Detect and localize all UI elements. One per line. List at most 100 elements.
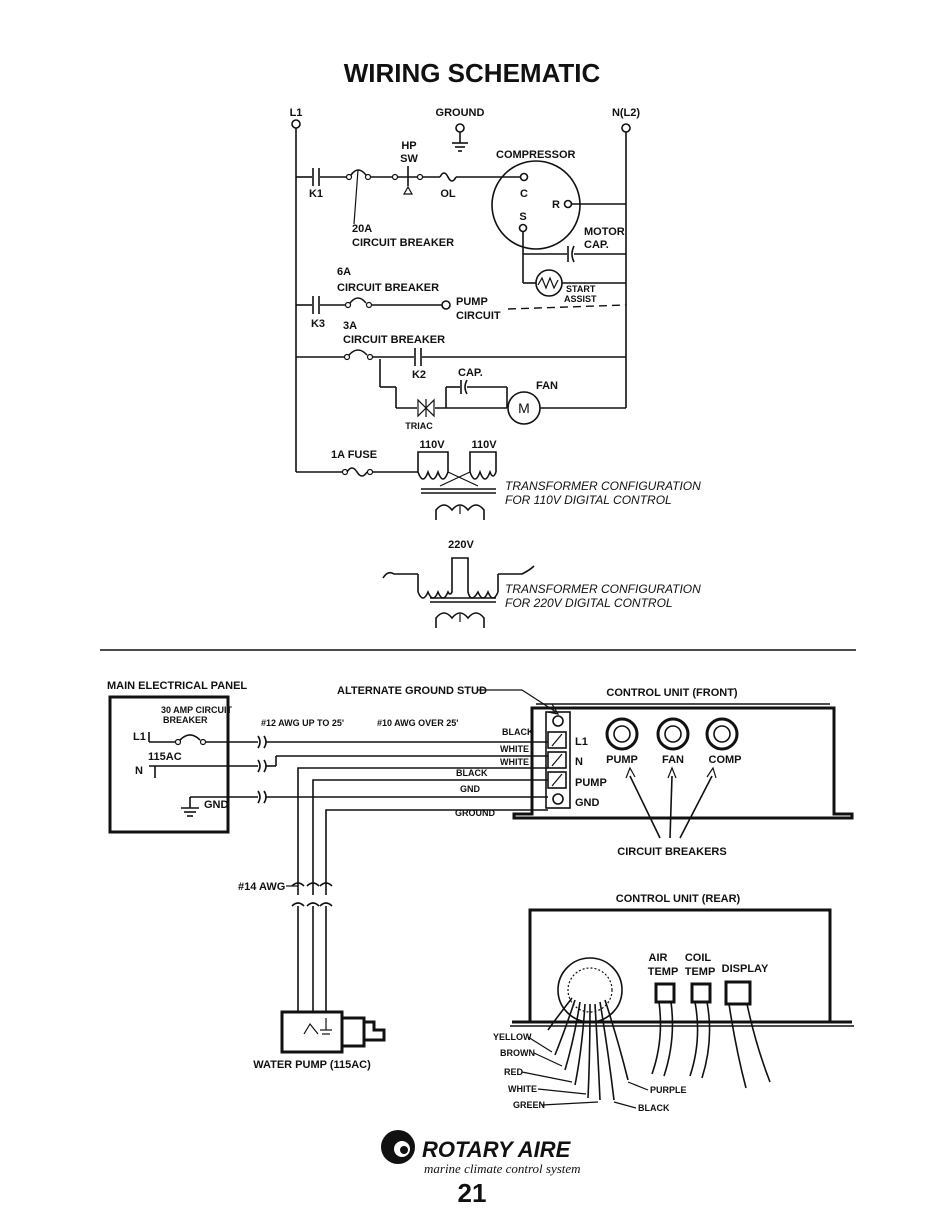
breaker-6a-icon (344, 297, 373, 309)
fuse-icon (341, 467, 374, 477)
label-brown: BROWN (500, 1048, 535, 1058)
label-breaker-3a-1: 3A (343, 320, 357, 332)
label-breaker-20a-1: 20A (352, 223, 372, 235)
label-black: BLACK (638, 1103, 670, 1113)
label-breaker-6a-2: CIRCUIT BREAKER (337, 282, 439, 294)
label-motor-cap-2: CAP. (584, 239, 609, 251)
fan-cap-icon (460, 379, 468, 395)
label-motor-cap-1: MOTOR (584, 226, 625, 238)
label-fuse-1a: 1A FUSE (331, 449, 377, 461)
label-front-fan: FAN (662, 754, 684, 766)
transformer-220v-icon (382, 557, 535, 628)
pump-wire-black (312, 779, 548, 895)
label-start-assist-2: ASSIST (564, 294, 597, 304)
label-pump-circuit-1: PUMP (456, 296, 488, 308)
label-term-pump: PUMP (575, 777, 607, 789)
label-front-comp: COMP (709, 754, 742, 766)
air-temp-connector-icon (651, 982, 676, 1077)
terminal-c-icon (519, 172, 529, 182)
breaker-arrows (625, 766, 717, 839)
label-k1: K1 (309, 188, 323, 200)
terminal-s-icon (518, 223, 528, 233)
start-assist-icon (535, 269, 563, 297)
label-s: S (519, 211, 526, 223)
label-xfmr-220-2: FOR 220V DIGITAL CONTROL (505, 596, 673, 610)
comp-breaker-icon[interactable] (705, 717, 739, 751)
label-xfmr-110-1: TRANSFORMER CONFIGURATION (505, 479, 701, 493)
pump-circuit-terminal (441, 300, 451, 310)
label-panel-115ac: 115AC (148, 751, 182, 763)
label-start-assist-1: START (566, 284, 596, 294)
label-xfmr-110-2: FOR 110V DIGITAL CONTROL (505, 493, 672, 507)
label-wire-black-2: BLACK (456, 768, 488, 778)
label-air-temp-1: AIR (649, 952, 668, 964)
label-breaker-6a-1: 6A (337, 266, 351, 278)
hp-switch-icon (391, 166, 424, 195)
display-connector-icon (724, 980, 771, 1089)
main-electrical-panel (108, 695, 230, 834)
l1-terminal (291, 119, 301, 129)
label-ground: GROUND (436, 107, 485, 119)
label-compressor: COMPRESSOR (496, 149, 576, 161)
control-unit-front (512, 703, 854, 820)
label-term-l1: L1 (575, 736, 588, 748)
label-c: C (520, 188, 528, 200)
label-pump-circuit-2: CIRCUIT (456, 310, 501, 322)
wire-break-markers (257, 735, 267, 804)
label-white: WHITE (508, 1084, 537, 1094)
label-breaker-30a-1: 30 AMP CIRCUIT (161, 705, 233, 715)
breaker-3a-icon (343, 349, 374, 361)
label-awg14: #14 AWG (238, 881, 285, 893)
label-wire-white-2: WHITE (500, 757, 529, 767)
label-wire-ground: GROUND (455, 808, 495, 818)
label-ol: OL (440, 188, 456, 200)
panel-ground-icon (181, 797, 199, 817)
pump-breaker-icon[interactable] (605, 717, 639, 751)
label-breaker-30a-2: BREAKER (163, 715, 208, 725)
label-panel-gnd: GND (204, 799, 229, 811)
label-panel-l1: L1 (133, 731, 146, 743)
label-xfmr-220-1: TRANSFORMER CONFIGURATION (505, 582, 701, 596)
label-breaker-3a-2: CIRCUIT BREAKER (343, 334, 445, 346)
pump-wire-ground (325, 809, 548, 895)
water-pump-icon (280, 1010, 386, 1054)
label-breaker-20a-2: CIRCUIT BREAKER (352, 237, 454, 249)
label-air-temp-2: TEMP (648, 966, 679, 978)
label-yellow: YELLOW (493, 1032, 532, 1042)
brand-tagline: marine climate control system (424, 1161, 581, 1176)
brand-name: ROTARY AIRE (422, 1137, 572, 1162)
k2-contact-icon (414, 348, 422, 366)
overload-icon (439, 172, 457, 182)
ground-terminal (455, 123, 465, 133)
label-110v-a: 110V (419, 439, 445, 451)
label-display: DISPLAY (722, 963, 769, 975)
terminal-r-icon (563, 199, 573, 209)
page-title: WIRING SCHEMATIC (344, 58, 601, 88)
label-fan-m: M (518, 400, 530, 416)
label-green: GREEN (513, 1100, 545, 1110)
coil-temp-connector-icon (689, 982, 712, 1079)
wiring-diagram: MAIN ELECTRICAL PANEL 30 AMP CIRCUIT BRE… (107, 680, 854, 1208)
label-wire-black: BLACK (502, 727, 534, 737)
pump-circuit-return (507, 304, 627, 310)
label-k2: K2 (412, 369, 426, 381)
breaker-20a-pointer (353, 169, 359, 225)
label-control-front: CONTROL UNIT (FRONT) (606, 687, 738, 699)
terminal-strip (545, 711, 571, 809)
label-term-n: N (575, 756, 583, 768)
rotary-aire-logo: ROTARY AIRE (381, 1130, 572, 1164)
label-l1: L1 (290, 107, 303, 119)
breaker-20a-icon (345, 169, 372, 181)
label-k3: K3 (311, 318, 325, 330)
label-panel-n: N (135, 765, 143, 777)
label-water-pump: WATER PUMP (115AC) (253, 1059, 371, 1071)
label-coil-temp-2: TEMP (685, 966, 716, 978)
label-wire-white-1: WHITE (500, 744, 529, 754)
ground-icon (452, 132, 468, 152)
control-unit-rear (510, 908, 854, 1027)
k3-contact-icon (312, 296, 320, 314)
schematic: L1 GROUND N(L2) K1 20A CIRCUIT BREAKER (290, 107, 701, 628)
fan-breaker-icon[interactable] (656, 717, 690, 751)
label-coil-temp-1: COIL (685, 952, 712, 964)
